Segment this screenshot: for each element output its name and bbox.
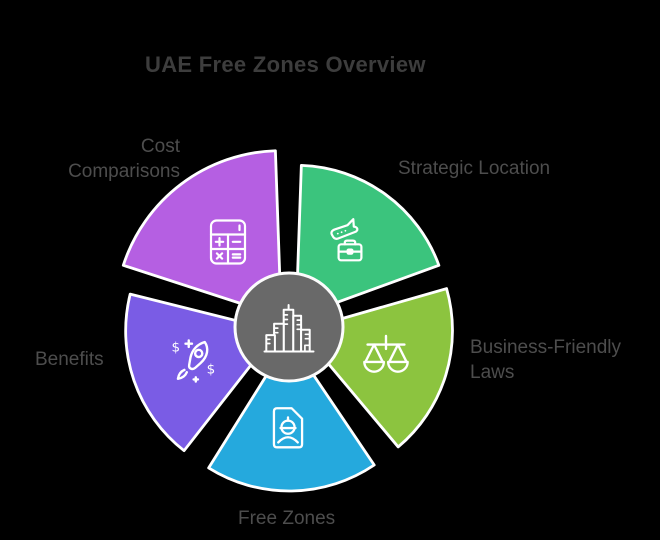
segment-label-free-zones: Free Zones xyxy=(238,508,336,529)
wedge-strategic-location xyxy=(294,163,441,319)
rocket-dollar-icon: $ $ xyxy=(171,339,216,383)
segment-free-zones xyxy=(207,337,376,493)
segment-cost-comparisons xyxy=(121,149,283,319)
plane-briefcase-icon xyxy=(330,218,363,262)
city-skyline-icon xyxy=(263,304,315,353)
diagram-title: UAE Free Zones Overview xyxy=(145,52,426,77)
calculator-icon xyxy=(209,219,247,265)
worker-document-icon xyxy=(272,407,304,449)
scales-icon xyxy=(363,334,409,373)
segment-label-business-friendly-laws: Business-Friendly Laws xyxy=(470,337,621,383)
svg-text:$: $ xyxy=(207,362,216,378)
wedge-cost-comparisons xyxy=(121,149,283,319)
segment-label-strategic-location: Strategic Location xyxy=(398,158,551,179)
segment-label-cost-comparisons: Cost Comparisons xyxy=(68,136,180,182)
svg-text:$: $ xyxy=(171,340,180,356)
segment-label-benefits: Benefits xyxy=(35,349,104,370)
wedge-free-zones xyxy=(207,337,376,493)
segment-strategic-location xyxy=(294,163,441,319)
